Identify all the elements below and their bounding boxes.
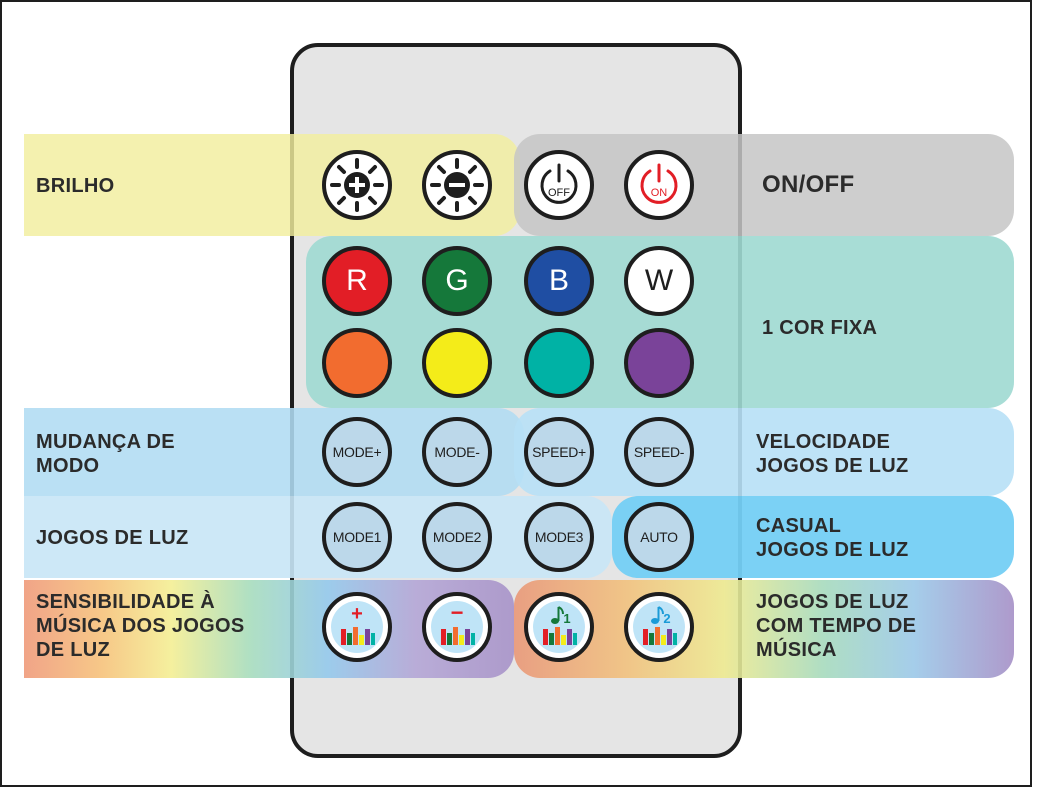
- equalizer-note-1-icon: 1: [533, 601, 585, 653]
- velocidade-line-1: VELOCIDADE: [756, 431, 891, 453]
- speed-plus-button[interactable]: SPEED+: [524, 417, 594, 487]
- mode1-button[interactable]: MODE1: [322, 502, 392, 572]
- velocidade-line-2: JOGOS DE LUZ: [756, 455, 909, 477]
- tempo-line-1: JOGOS DE LUZ: [756, 591, 909, 613]
- music-tempo-1-button[interactable]: 1: [524, 592, 594, 662]
- auto-button[interactable]: AUTO: [624, 502, 694, 572]
- music-tempo-2-text: 2: [663, 611, 670, 626]
- color-teal-button[interactable]: [524, 328, 594, 398]
- brightness-down-icon: [430, 158, 484, 212]
- sens-line-3: DE LUZ: [36, 639, 111, 661]
- jogos-label: JOGOS DE LUZ: [36, 526, 189, 550]
- speed-minus-button[interactable]: SPEED-: [624, 417, 694, 487]
- power-on-text: ON: [651, 187, 668, 199]
- music-sensitivity-down-button[interactable]: −: [422, 592, 492, 662]
- casual-label: CASUAL JOGOS DE LUZ: [756, 514, 909, 562]
- cor-fixa-label: 1 COR FIXA: [762, 316, 877, 340]
- mode2-text: MODE2: [432, 529, 482, 545]
- music-tempo-2-button[interactable]: 2: [624, 592, 694, 662]
- auto-text: AUTO: [640, 529, 678, 545]
- equalizer-minus-icon: −: [431, 600, 483, 653]
- casual-line-1: CASUAL: [756, 515, 842, 537]
- tempo-line-3: MÚSICA: [756, 639, 837, 661]
- brightness-up-button[interactable]: [322, 150, 392, 220]
- color-blue-button[interactable]: B: [524, 246, 594, 316]
- color-green-text: G: [445, 264, 469, 297]
- tempo-musica-band: [514, 580, 1014, 678]
- mudanca-line-2: MODO: [36, 455, 100, 477]
- jogos-text: JOGOS DE LUZ: [36, 527, 189, 549]
- mode-minus-button[interactable]: MODE-: [422, 417, 492, 487]
- color-purple-button[interactable]: [624, 328, 694, 398]
- onoff-band: [514, 134, 1014, 236]
- power-off-icon: OFF: [540, 163, 578, 204]
- mode3-button[interactable]: MODE3: [524, 502, 594, 572]
- brilho-text: BRILHO: [36, 175, 115, 197]
- color-red-text: R: [346, 264, 368, 297]
- mode-plus-text: MODE+: [332, 444, 382, 460]
- mudanca-line-1: MUDANÇA DE: [36, 431, 175, 453]
- sensibilidade-label: SENSIBILIDADE À MÚSICA DOS JOGOS DE LUZ: [36, 590, 245, 662]
- brightness-down-button[interactable]: [422, 150, 492, 220]
- music-minus-text: −: [451, 600, 464, 625]
- equalizer-note-2-icon: 2: [633, 601, 685, 653]
- power-on-icon: ON: [640, 163, 678, 204]
- speed-plus-text: SPEED+: [532, 444, 586, 460]
- color-white-text: W: [644, 264, 674, 297]
- color-blue-text: B: [548, 264, 569, 297]
- jogos-band: [24, 496, 612, 578]
- sens-line-2: MÚSICA DOS JOGOS: [36, 615, 245, 637]
- color-yellow-button[interactable]: [422, 328, 492, 398]
- sens-line-1: SENSIBILIDADE À: [36, 591, 215, 613]
- color-orange-button[interactable]: [322, 328, 392, 398]
- mode3-text: MODE3: [534, 529, 584, 545]
- mode-minus-text: MODE-: [434, 444, 480, 460]
- mode1-text: MODE1: [332, 529, 382, 545]
- cor-fixa-text: 1 COR FIXA: [762, 317, 878, 339]
- music-plus-text: +: [351, 603, 363, 625]
- mode-plus-button[interactable]: MODE+: [322, 417, 392, 487]
- color-red-button[interactable]: R: [322, 246, 392, 316]
- brilho-label: BRILHO: [36, 174, 114, 198]
- power-off-text: OFF: [548, 187, 570, 199]
- power-on-button[interactable]: ON: [624, 150, 694, 220]
- color-green-button[interactable]: G: [422, 246, 492, 316]
- velocidade-label: VELOCIDADE JOGOS DE LUZ: [756, 430, 909, 478]
- tempo-musica-label: JOGOS DE LUZ COM TEMPO DE MÚSICA: [756, 590, 916, 662]
- onoff-text: ON/OFF: [762, 171, 855, 198]
- music-tempo-1-text: 1: [563, 611, 570, 626]
- speed-minus-text: SPEED-: [633, 444, 685, 460]
- casual-line-2: JOGOS DE LUZ: [756, 539, 909, 561]
- music-sensitivity-up-button[interactable]: +: [322, 592, 392, 662]
- power-off-button[interactable]: OFF: [524, 150, 594, 220]
- tempo-line-2: COM TEMPO DE: [756, 615, 917, 637]
- equalizer-plus-icon: +: [331, 601, 383, 653]
- velocidade-band: [514, 408, 1014, 496]
- mudanca-label: MUDANÇA DE MODO: [36, 430, 175, 478]
- color-white-button[interactable]: W: [624, 246, 694, 316]
- onoff-label: ON/OFF: [762, 171, 854, 199]
- mode2-button[interactable]: MODE2: [422, 502, 492, 572]
- brightness-up-icon: [330, 158, 384, 212]
